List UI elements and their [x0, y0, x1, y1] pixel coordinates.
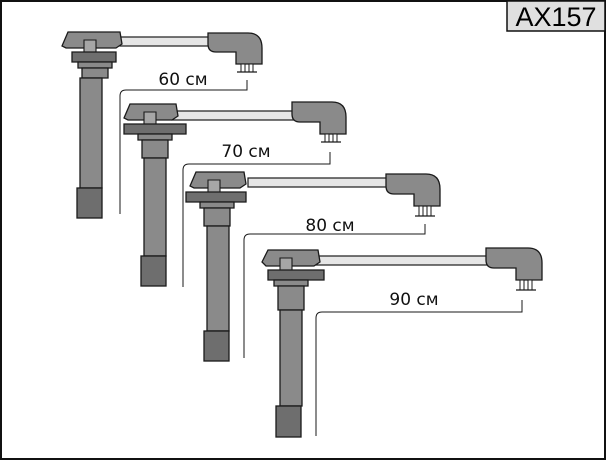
cable-1-length-label: 60 см [158, 70, 207, 90]
cable-1-dimension-line [119, 80, 248, 214]
cable-2-wire [171, 110, 298, 121]
cable-3-dimension-line [243, 224, 426, 358]
product-code-badge: AX157 [506, 0, 606, 32]
cable-3-coil-cap [185, 171, 247, 362]
cable-2-length-label: 70 см [221, 142, 270, 162]
cable-4: 90 см [261, 247, 543, 438]
cable-3: 80 см [185, 171, 441, 362]
cable-1-plug-boot [207, 32, 263, 73]
cable-4-dimension-line [315, 300, 523, 436]
cable-2: 70 см [123, 101, 347, 287]
cable-2-plug-boot [291, 101, 347, 143]
cable-4-plug-boot [485, 247, 543, 291]
cable-4-length-label: 90 см [389, 290, 438, 310]
cable-1-coil-cap [61, 31, 123, 219]
cable-4-coil-cap [261, 249, 325, 438]
cable-2-coil-cap [123, 103, 187, 287]
cable-3-length-label: 80 см [305, 216, 354, 236]
cable-3-wire [247, 177, 391, 188]
cable-1-wire [119, 36, 215, 47]
cable-2-dimension-line [182, 152, 331, 287]
cable-3-plug-boot [385, 173, 441, 217]
cable-4-wire [315, 255, 489, 266]
cable-1: 60 см [61, 31, 263, 219]
product-code: AX157 [515, 2, 596, 32]
